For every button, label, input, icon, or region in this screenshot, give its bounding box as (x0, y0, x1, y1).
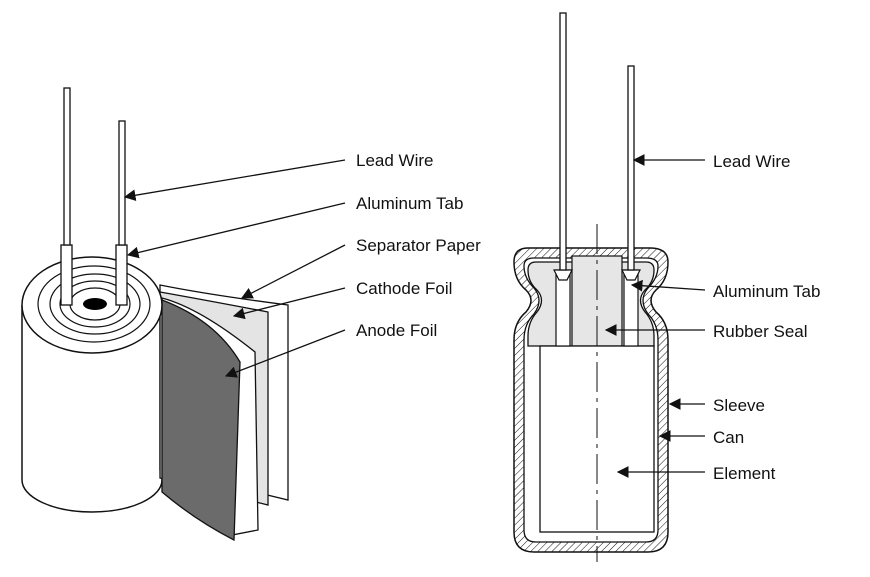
winding-ring (37, 265, 151, 343)
aluminum-tab-right (623, 269, 639, 347)
label-element: Element (713, 464, 776, 483)
label-rubber-seal: Rubber Seal (713, 322, 808, 341)
aluminum-tab-right (555, 269, 571, 347)
core-hole (83, 298, 107, 310)
winding-ring (59, 280, 131, 328)
label-aluminum-tab-left: Aluminum Tab (356, 194, 463, 213)
label-lead-wire-left: Lead Wire (356, 151, 433, 170)
aluminum-tab (115, 244, 128, 306)
label-anode-foil: Anode Foil (356, 321, 437, 340)
capacitor-cross-section (513, 12, 669, 562)
winding-ring (49, 273, 141, 335)
label-separator-paper: Separator Paper (356, 236, 481, 255)
label-cathode-foil: Cathode Foil (356, 279, 452, 298)
aluminum-tab (60, 244, 73, 306)
lead-wire (118, 120, 126, 246)
right-leader-lines (604, 154, 706, 478)
label-sleeve: Sleeve (713, 396, 765, 415)
lead-wire-right (559, 12, 567, 271)
left-leader-lines (123, 159, 346, 378)
lead-wire-right (627, 65, 635, 271)
label-can: Can (713, 428, 744, 447)
label-lead-wire-right: Lead Wire (713, 152, 790, 171)
anode-foil-sheet (161, 299, 241, 542)
lead-wire (63, 87, 71, 246)
winding-cylinder (21, 305, 163, 513)
wound-element-illustration (21, 87, 289, 542)
label-aluminum-tab-right: Aluminum Tab (713, 282, 820, 301)
